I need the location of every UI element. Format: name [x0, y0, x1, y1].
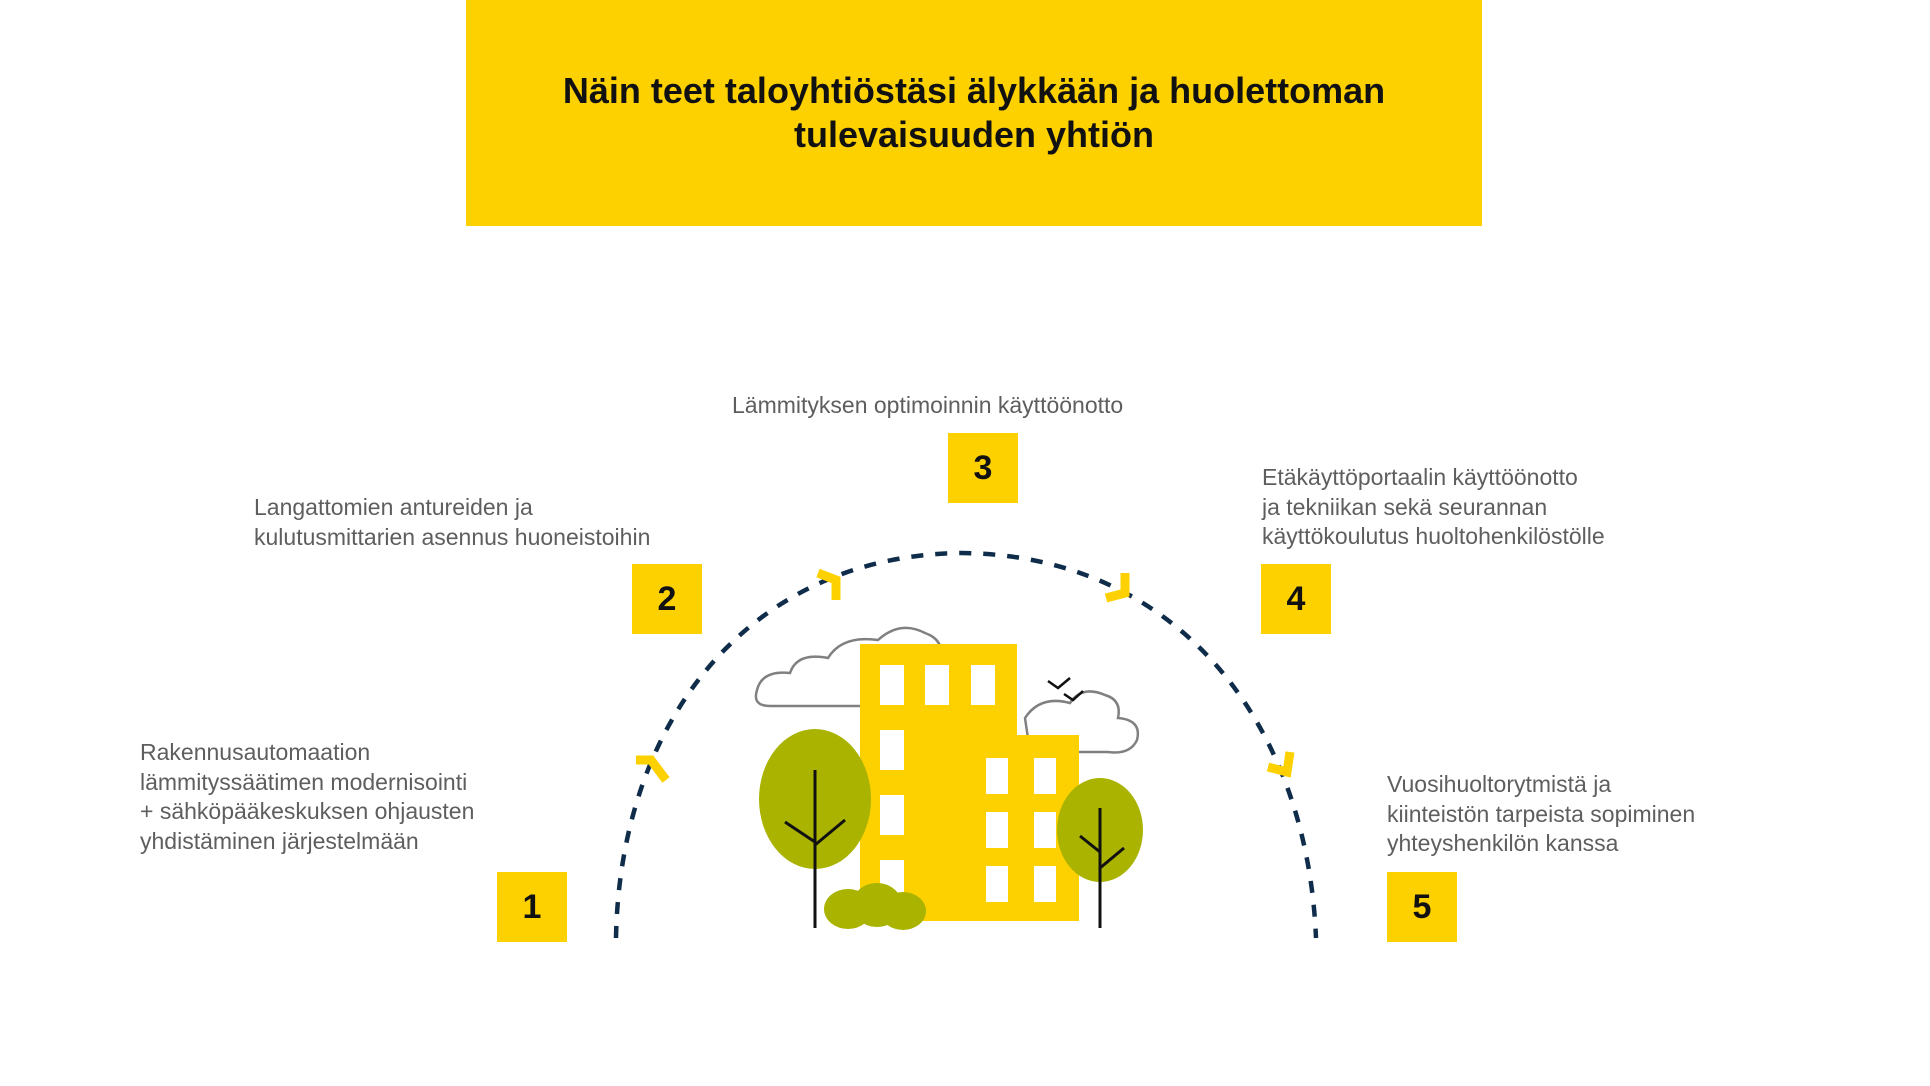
step-5-line: kiinteistön tarpeista sopiminen: [1387, 800, 1696, 827]
dashed-progress-arc: [613, 550, 1319, 939]
step-2-line: kulutusmittarien asennus huoneistoihin: [254, 523, 651, 550]
step-5-badge: 5: [1387, 872, 1457, 942]
tree-icon: [1057, 778, 1143, 928]
step-3-line: Lämmityksen optimoinnin käyttöönotto: [732, 392, 1124, 418]
step-1-line: Rakennusautomaation: [140, 739, 371, 765]
chevron-icon: [816, 568, 841, 600]
step-3-description: Lämmityksen optimoinnin käyttöönotto: [732, 391, 1123, 421]
step-5-line: Vuosihuoltorytmistä ja: [1387, 771, 1612, 797]
chevron-icon: [636, 755, 670, 783]
step-4-line: ja tekniikan sekä seurannan: [1262, 493, 1548, 520]
tree-icon: [759, 729, 871, 928]
step-1-line: yhdistäminen järjestelmään: [140, 827, 419, 854]
chevron-icon: [1266, 751, 1295, 778]
step-3-badge: 3: [948, 433, 1018, 503]
step-4-badge: 4: [1261, 564, 1331, 634]
step-5-description: Vuosihuoltorytmistä ja kiinteistön tarpe…: [1387, 770, 1695, 859]
step-4-line: Etäkäyttöportaalin käyttöönotto: [1262, 464, 1578, 490]
step-1-badge: 1: [497, 872, 567, 942]
step-5-line: yhteyshenkilön kanssa: [1387, 830, 1619, 856]
step-4-line: käyttökoulutus huoltohenkilöstölle: [1262, 523, 1605, 549]
header-banner: Näin teet taloyhtiöstäsi älykkään ja huo…: [466, 0, 1482, 226]
chevron-icon: [1104, 573, 1130, 603]
step-2-badge: 2: [632, 564, 702, 634]
step-1-description: Rakennusautomaation lämmityssäätimen mod…: [140, 738, 474, 856]
step-2-line: Langattomien antureiden ja: [254, 494, 533, 520]
step-4-description: Etäkäyttöportaalin käyttöönotto ja tekni…: [1262, 463, 1605, 552]
step-1-line: lämmityssäätimen modernisointi: [140, 768, 468, 795]
bush-icon: [824, 883, 926, 930]
bird-icon: [1047, 677, 1084, 702]
step-1-line: + sähköpääkeskuksen ohjausten: [140, 798, 475, 824]
step-2-description: Langattomien antureiden ja kulutusmittar…: [254, 493, 650, 552]
page-title: Näin teet taloyhtiöstäsi älykkään ja huo…: [562, 70, 1386, 155]
